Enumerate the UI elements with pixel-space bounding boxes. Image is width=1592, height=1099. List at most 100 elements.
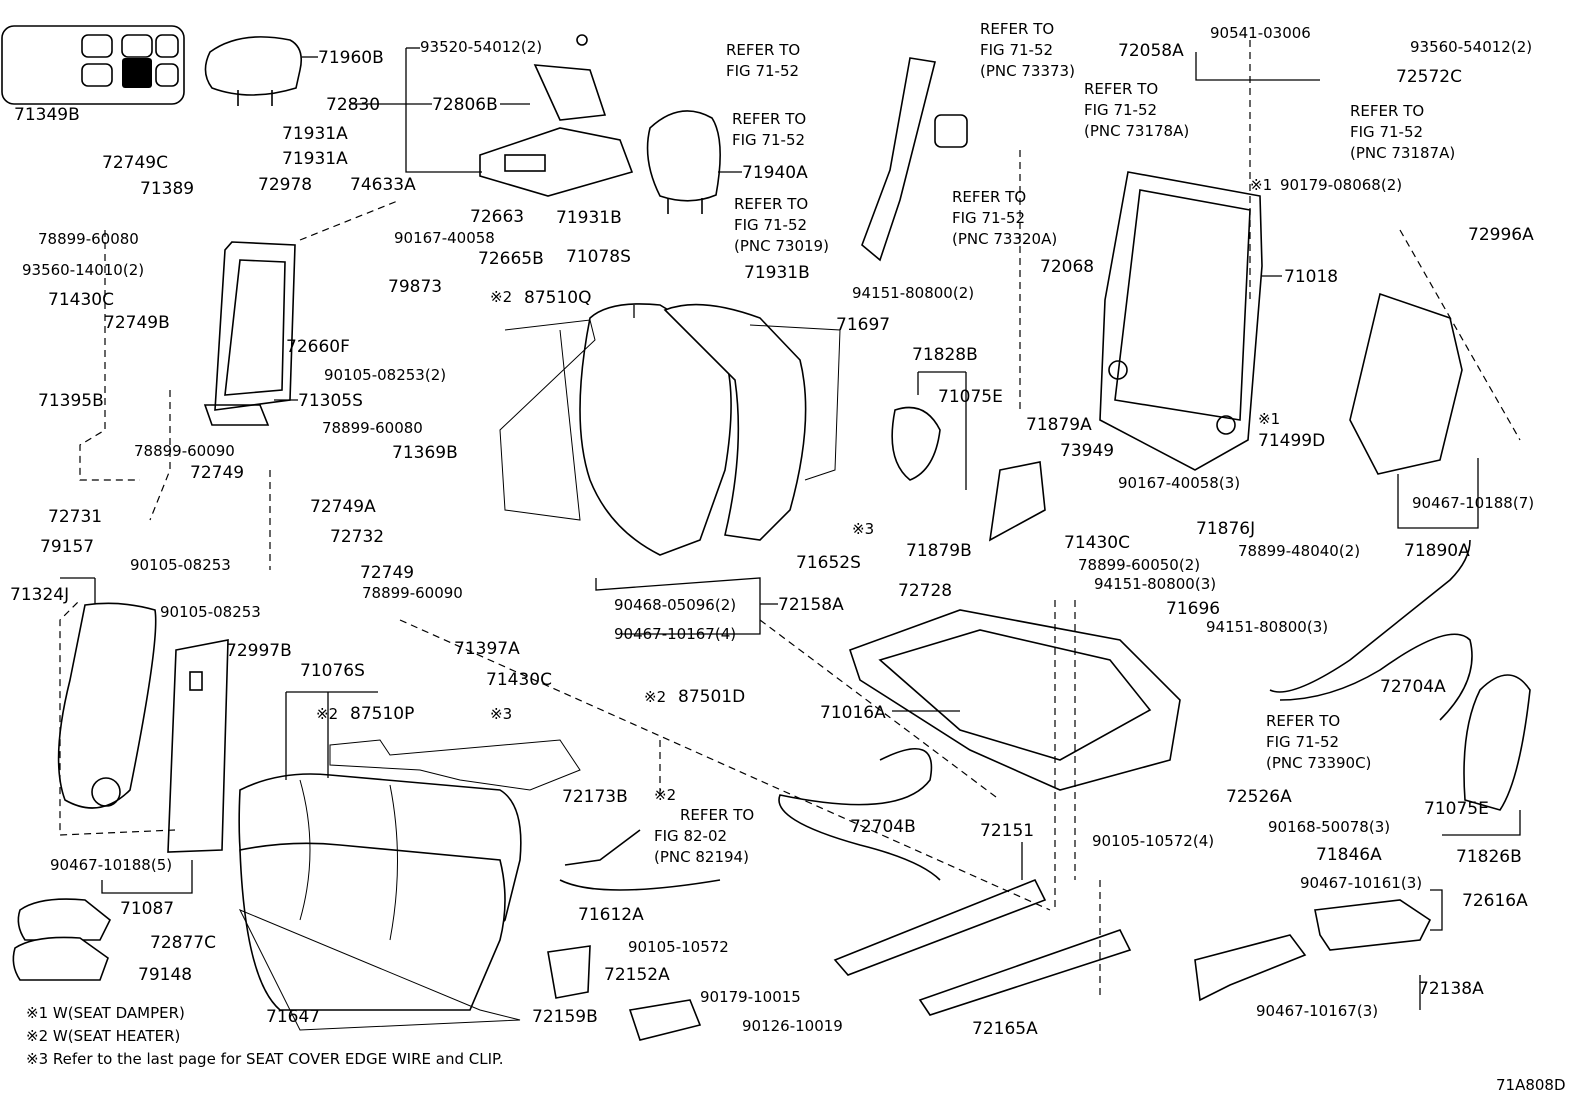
label-71826b: 71826B bbox=[1456, 847, 1522, 867]
seat-belt-assembly bbox=[861, 57, 968, 262]
ref-7-line-2: FIG 71-52 bbox=[1350, 123, 1423, 141]
label-90467-10167-4: 90467-10167(4) bbox=[614, 625, 736, 643]
label-72660f: 72660F bbox=[286, 337, 350, 357]
armrest-cup-holder bbox=[479, 34, 634, 197]
label-71016a: 71016A bbox=[820, 703, 886, 723]
label-90167-40058: 90167-40058 bbox=[394, 229, 495, 247]
guide-lines bbox=[59, 40, 1521, 1000]
armrest-pad bbox=[12, 898, 112, 981]
label-87510p: 87510P bbox=[350, 704, 414, 724]
label-87510p-mark: ※2 bbox=[316, 705, 338, 723]
label-87501d-mark: ※2 bbox=[644, 688, 666, 706]
headrest-71940a bbox=[646, 110, 721, 214]
label-71430c-1: 71430C bbox=[48, 290, 114, 310]
label-71931a-1: 71931A bbox=[282, 124, 348, 144]
label-72749c: 72749C bbox=[102, 153, 168, 173]
note-3: ※3 Refer to the last page for SEAT COVER… bbox=[26, 1050, 503, 1068]
label-71652s: 71652S bbox=[796, 553, 861, 573]
label-71305s: 71305S bbox=[298, 391, 363, 411]
label-71879a: 71879A bbox=[1026, 415, 1092, 435]
back-board-71087 bbox=[167, 639, 229, 853]
label-72165a: 72165A bbox=[972, 1019, 1038, 1039]
label-71876j: 71876J bbox=[1196, 519, 1255, 539]
ref-7-line-1: REFER TO bbox=[1350, 102, 1424, 120]
label-90467-10161: 90467-10161(3) bbox=[1300, 874, 1422, 892]
label-71931a-2: 71931A bbox=[282, 149, 348, 169]
ref-6-line-3: (PNC 73320A) bbox=[952, 230, 1057, 248]
label-79148: 79148 bbox=[138, 965, 192, 985]
ref-9-line-2: FIG 82-02 bbox=[654, 827, 727, 845]
label-90105-10572-4: 90105-10572(4) bbox=[1092, 832, 1214, 850]
label-71697: 71697 bbox=[836, 315, 890, 335]
label-72731: 72731 bbox=[48, 507, 102, 527]
label-72158a: 72158A bbox=[778, 595, 844, 615]
label-71324j: 71324J bbox=[10, 585, 69, 605]
label-87510q-mark: ※2 bbox=[490, 288, 512, 306]
label-78899-60050: 78899-60050(2) bbox=[1078, 556, 1200, 574]
ref-8-line-3: (PNC 73390C) bbox=[1266, 754, 1371, 772]
label-90105-08253-2: 90105-08253(2) bbox=[324, 366, 446, 384]
label-72704a: 72704A bbox=[1380, 677, 1446, 697]
label-71349b: 71349B bbox=[14, 105, 80, 125]
label-71389: 71389 bbox=[140, 179, 194, 199]
footnotes: ※1 W(SEAT DAMPER) ※2 W(SEAT HEATER) ※3 R… bbox=[26, 1004, 1566, 1094]
ref-1-line-2: FIG 71-52 bbox=[726, 62, 799, 80]
label-90467-10188-7: 90467-10188(7) bbox=[1412, 494, 1534, 512]
label-72749a: 72749A bbox=[310, 497, 376, 517]
label-90105-08253-b: 90105-08253 bbox=[160, 603, 261, 621]
label-72173b: 72173B bbox=[562, 787, 628, 807]
label-72665b: 72665B bbox=[478, 249, 544, 269]
label-mark3-1: ※3 bbox=[852, 520, 874, 538]
label-72978: 72978 bbox=[258, 175, 312, 195]
label-93560-14010: 93560-14010(2) bbox=[22, 261, 144, 279]
label-90105-08253-a: 90105-08253 bbox=[130, 556, 231, 574]
label-mark3-2: ※3 bbox=[490, 705, 512, 723]
ref-3-line-2: FIG 71-52 bbox=[734, 216, 807, 234]
label-71395b: 71395B bbox=[38, 391, 104, 411]
label-94151-80800-2: 94151-80800(2) bbox=[852, 284, 974, 302]
label-72749-2: 72749 bbox=[360, 563, 414, 583]
release-cable-72704a bbox=[1269, 539, 1473, 721]
ref-3-line-1: REFER TO bbox=[734, 195, 808, 213]
label-72704b: 72704B bbox=[850, 817, 916, 837]
label-71846a: 71846A bbox=[1316, 845, 1382, 865]
seatback-frame-left bbox=[203, 241, 296, 426]
label-90467-10167-3: 90467-10167(3) bbox=[1256, 1002, 1378, 1020]
label-71612a: 71612A bbox=[578, 905, 644, 925]
label-90126-10019: 90126-10019 bbox=[742, 1017, 843, 1035]
cover-72152a bbox=[547, 945, 591, 999]
label-78899-48040: 78899-48040(2) bbox=[1238, 542, 1360, 560]
label-94151-80800-3b: 94151-80800(3) bbox=[1206, 618, 1328, 636]
ref-4-line-2: FIG 71-52 bbox=[980, 41, 1053, 59]
label-94151-80800-3a: 94151-80800(3) bbox=[1094, 575, 1216, 593]
label-71890a: 71890A bbox=[1404, 541, 1470, 561]
label-93560-54012: 93560-54012(2) bbox=[1410, 38, 1532, 56]
ref-7-line-3: (PNC 73187A) bbox=[1350, 144, 1455, 162]
label-78899-60080b: 78899-60080 bbox=[322, 419, 423, 437]
heater-wire-72173b bbox=[559, 829, 721, 891]
note-1: ※1 W(SEAT DAMPER) bbox=[26, 1004, 185, 1022]
seat-cushion-frame bbox=[848, 609, 1181, 791]
label-72526a: 72526A bbox=[1226, 787, 1292, 807]
ref-8-line-2: FIG 71-52 bbox=[1266, 733, 1339, 751]
label-73949: 73949 bbox=[1060, 441, 1114, 461]
label-72616a: 72616A bbox=[1462, 891, 1528, 911]
label-72151: 72151 bbox=[980, 821, 1034, 841]
label-72663: 72663 bbox=[470, 207, 524, 227]
ref-2-line-2: FIG 71-52 bbox=[732, 131, 805, 149]
label-71075e-2: 71075E bbox=[1424, 799, 1489, 819]
label-72749-1: 72749 bbox=[190, 463, 244, 483]
ref-4-line-1: REFER TO bbox=[980, 20, 1054, 38]
label-79873: 79873 bbox=[388, 277, 442, 297]
label-72138a: 72138A bbox=[1418, 979, 1484, 999]
label-71879b: 71879B bbox=[906, 541, 972, 561]
seatback-frame-right bbox=[1099, 171, 1263, 471]
label-72732: 72732 bbox=[330, 527, 384, 547]
seatback-cushion-right bbox=[499, 303, 841, 556]
side-cover-79157 bbox=[57, 602, 157, 809]
seat-rail-upper bbox=[833, 878, 1047, 976]
ref-9-line-3: (PNC 82194) bbox=[654, 848, 749, 866]
label-72728: 72728 bbox=[898, 581, 952, 601]
label-71647: 71647 bbox=[266, 1007, 320, 1027]
